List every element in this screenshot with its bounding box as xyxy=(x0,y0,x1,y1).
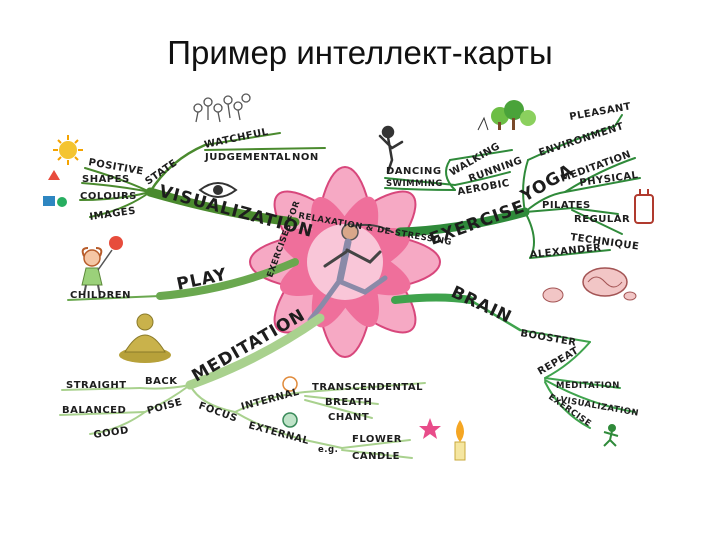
external-label: EXTERNAL xyxy=(247,420,310,447)
alexander-label: ALEXANDER xyxy=(529,243,602,261)
candle-label: CANDLE xyxy=(352,451,400,462)
shapes-icon xyxy=(43,170,67,207)
trees-icon xyxy=(477,100,536,131)
decorative-icons xyxy=(43,93,654,461)
pilates-label: PILATES xyxy=(542,200,591,211)
balanced-label: BALANCED xyxy=(62,405,126,416)
eye-icon xyxy=(198,182,238,198)
star-icon xyxy=(419,418,441,439)
pleasant-label: PLEASANT xyxy=(569,101,632,123)
regular-label: REGULAR xyxy=(574,214,630,225)
runner-icon xyxy=(307,223,393,323)
eg-label: e.g. xyxy=(318,445,338,455)
yoga-figure-icon xyxy=(378,125,404,174)
branch-lines xyxy=(59,114,641,459)
images-label: IMAGES xyxy=(89,206,137,223)
central-flower xyxy=(249,166,441,358)
aerobic-label: AEROBIC xyxy=(457,178,511,198)
colours-label: COLOURS xyxy=(80,191,137,202)
brain-icon xyxy=(542,267,637,303)
faces-icon xyxy=(193,93,251,123)
meditation-label: MEDITATION xyxy=(189,305,310,386)
breath-label: BREATH xyxy=(325,397,372,408)
exercise-label: EXERCISE xyxy=(427,197,528,250)
buddha-icon xyxy=(119,313,171,363)
good-label: GOOD xyxy=(93,425,130,441)
back-label: BACK xyxy=(145,376,178,387)
swimming-label: SWIMMING xyxy=(386,179,443,189)
bottle-icon xyxy=(634,189,654,224)
chant-label: CHANT xyxy=(328,412,369,423)
brain-label: BRAIN xyxy=(448,282,515,327)
flower-label: FLOWER xyxy=(352,434,402,445)
children-label: CHILDREN xyxy=(70,290,131,301)
candle-icon xyxy=(454,420,466,461)
small-runner-icon xyxy=(603,424,619,447)
repeat-label: REPEAT xyxy=(536,345,581,377)
page-title: Пример интеллект-карты xyxy=(167,34,553,71)
smiley-icon xyxy=(282,376,298,428)
dancing-label: DANCING xyxy=(386,166,442,177)
transcendental-label: TRANSCENDENTAL xyxy=(312,382,423,393)
child-icon xyxy=(81,236,123,296)
focus-label: FOCUS xyxy=(197,400,239,424)
poise-label: POISE xyxy=(146,397,184,417)
judgemental-label: JUDGEMENTAL xyxy=(204,152,291,163)
booster-label: BOOSTER xyxy=(519,328,577,349)
br-meditation-label: MEDITATION xyxy=(556,381,620,391)
environment-label: ENVIRONMENT xyxy=(538,121,626,159)
shapes-label: SHAPES xyxy=(82,174,130,185)
watchful-label: WATCHFUL xyxy=(203,127,269,151)
sun-icon xyxy=(53,135,83,165)
internal-label: INTERNAL xyxy=(240,387,301,413)
straight-label: STRAIGHT xyxy=(66,380,127,391)
non-label: NON xyxy=(292,152,319,163)
